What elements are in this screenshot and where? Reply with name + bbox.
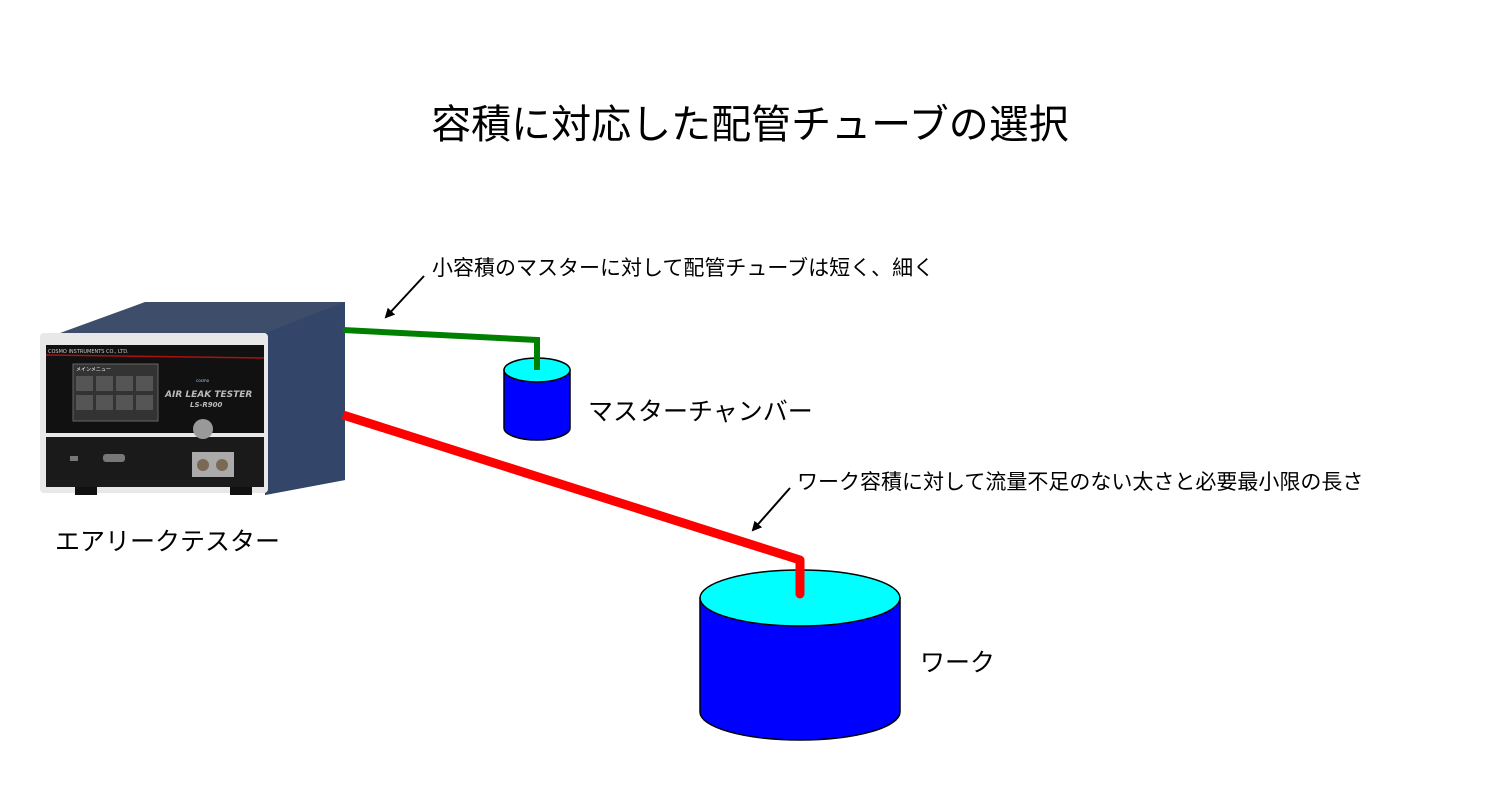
master-chamber-label: マスターチャンバー [588,397,813,426]
device-logo: cosmo [196,378,210,383]
master-tube-annotation: 小容積のマスターに対して配管チューブは短く、細く [432,256,935,280]
device-maker: COSMO INSTRUMENTS CO., LTD. [48,349,129,355]
air-leak-tester-device: COSMO INSTRUMENTS CO., LTD. メインメニュー cosm… [40,302,345,495]
work-note-arrow [751,487,791,532]
master-note-arrow [384,275,425,319]
master-chamber-cylinder [503,340,571,441]
device-screen-title: メインメニュー [76,367,111,373]
work-cylinder [699,555,901,741]
diagram-title: 容積に対応した配管チューブの選択 [431,102,1069,148]
work-tube-annotation: ワーク容積に対して流量不足のない太さと必要最小限の長さ [797,470,1364,494]
device-model: LS-R900 [190,401,223,409]
tester-label: エアリークテスター [55,527,281,556]
master-tube [342,327,540,366]
work-tube [341,410,802,565]
work-label: ワーク [920,648,996,677]
device-product: AIR LEAK TESTER [164,390,252,400]
